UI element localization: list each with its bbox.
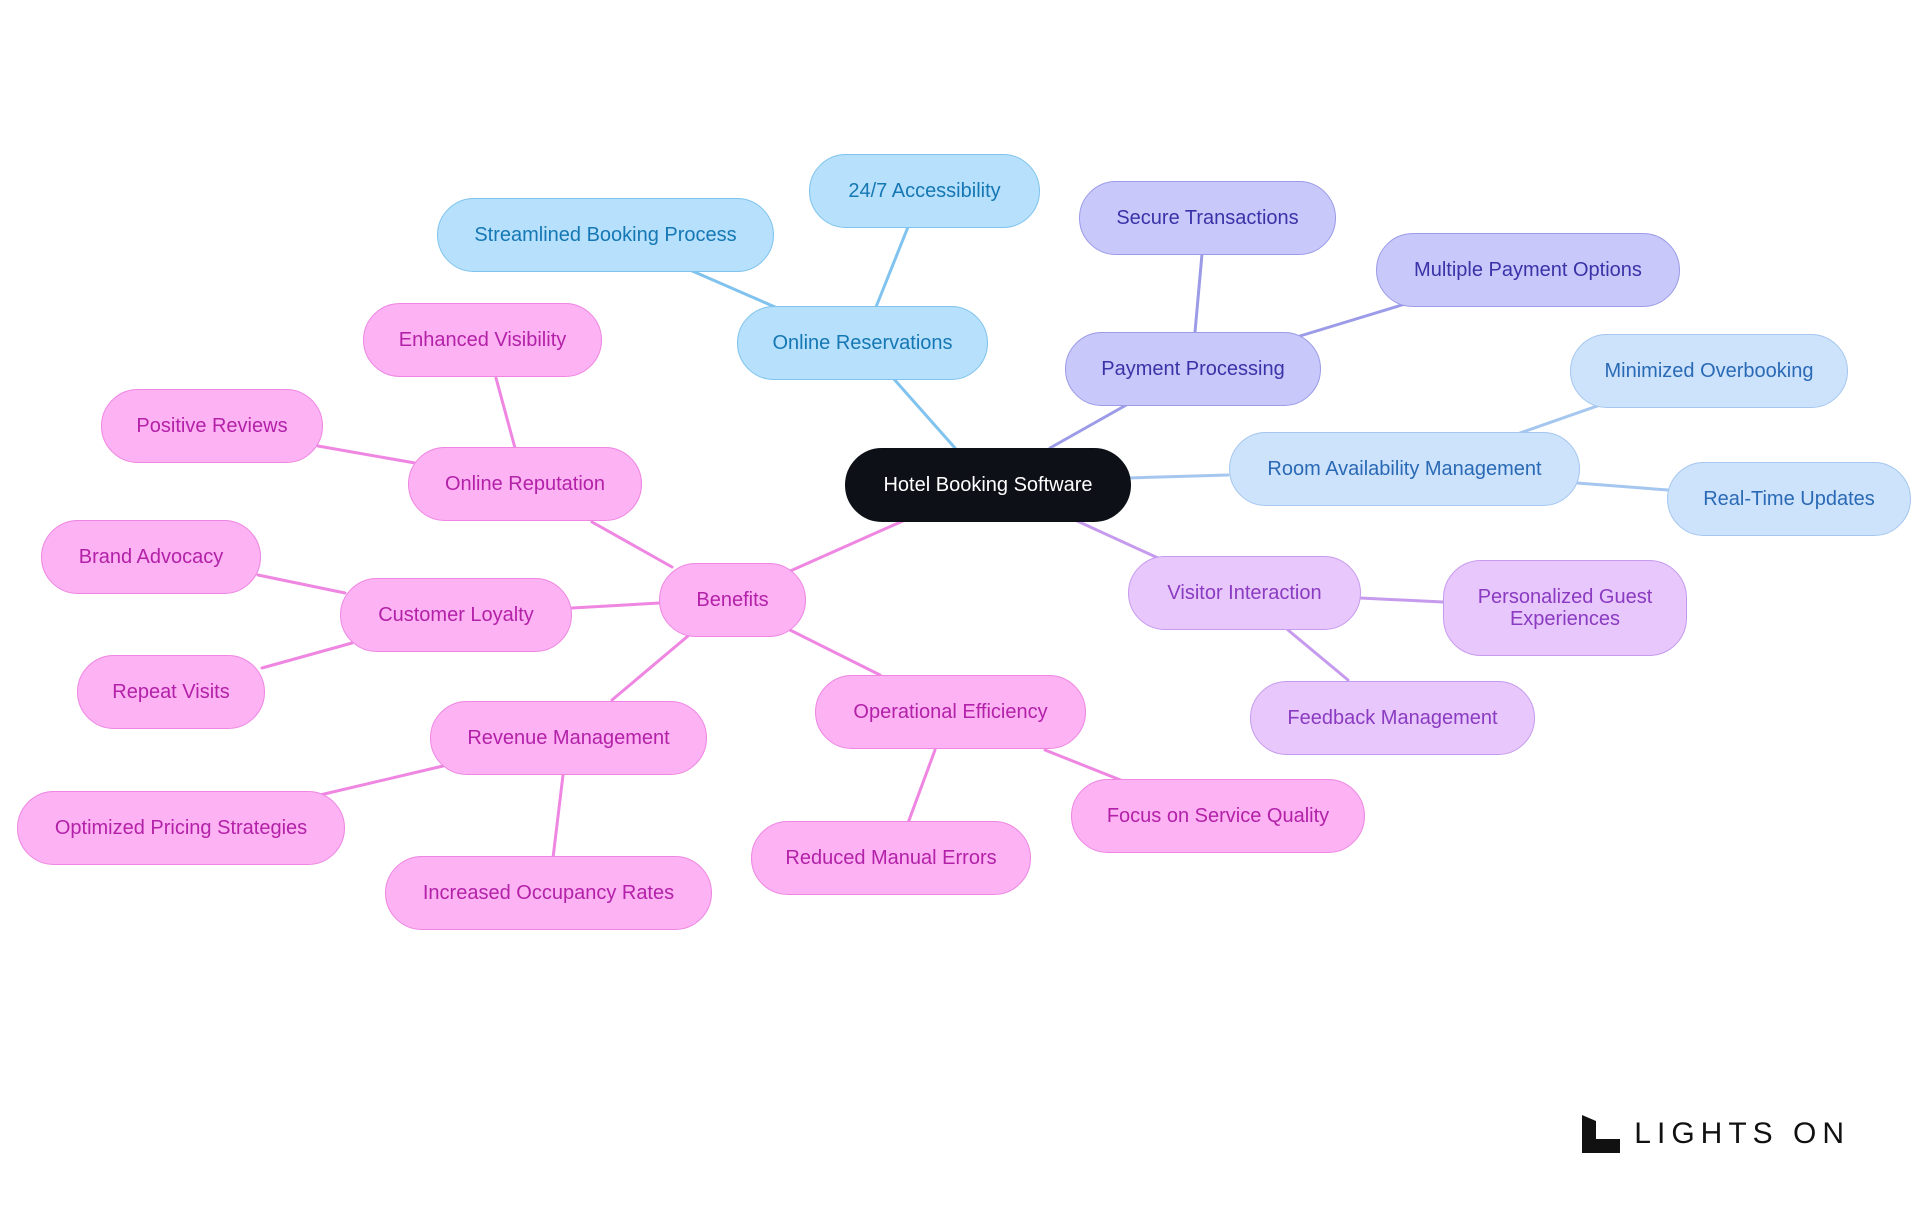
node-room-availability-management[interactable]: Room Availability Management (1229, 432, 1580, 506)
root-node-hotel-booking-software[interactable]: Hotel Booking Software (845, 448, 1131, 522)
node-label: Personalized Guest Experiences (1477, 586, 1653, 630)
node-positive-reviews[interactable]: Positive Reviews (101, 389, 323, 463)
node-label: Streamlined Booking Process (474, 224, 737, 246)
node-label: Online Reputation (444, 473, 606, 495)
node-label: Payment Processing (1101, 358, 1285, 380)
connector-benefits-loyalty (570, 601, 662, 610)
connector-root-payment-processing (1048, 402, 1130, 450)
node-real-time-updates[interactable]: Real-Time Updates (1667, 462, 1911, 536)
node-revenue-management[interactable]: Revenue Management (430, 701, 707, 775)
connector-root-room-availability (1126, 473, 1230, 480)
connector-operational-service (1043, 748, 1130, 785)
node-label: Brand Advocacy (78, 546, 224, 568)
node-label: Positive Reviews (136, 415, 288, 437)
node-optimized-pricing-strategies[interactable]: Optimized Pricing Strategies (17, 791, 345, 865)
node-enhanced-visibility[interactable]: Enhanced Visibility (363, 303, 602, 377)
node-benefits[interactable]: Benefits (659, 563, 806, 637)
node-operational-efficiency[interactable]: Operational Efficiency (815, 675, 1086, 749)
node-increased-occupancy-rates[interactable]: Increased Occupancy Rates (385, 856, 712, 930)
connector-root-benefits (786, 518, 907, 574)
node-feedback-management[interactable]: Feedback Management (1250, 681, 1535, 755)
node-repeat-visits[interactable]: Repeat Visits (77, 655, 265, 729)
lights-on-logo: LIGHTS ON (1582, 1115, 1850, 1153)
node-personalized-guest-experiences[interactable]: Personalized Guest Experiences (1443, 560, 1687, 656)
node-streamlined-booking-process[interactable]: Streamlined Booking Process (437, 198, 774, 272)
connector-visitor-feedback (1286, 628, 1350, 682)
connector-benefits-revenue (610, 634, 690, 702)
logo-text: LIGHTS ON (1634, 1117, 1850, 1150)
node-label: Revenue Management (467, 727, 670, 749)
node-label: Focus on Service Quality (1106, 805, 1330, 827)
node-24-7-accessibility[interactable]: 24/7 Accessibility (809, 154, 1040, 228)
node-focus-on-service-quality[interactable]: Focus on Service Quality (1071, 779, 1365, 853)
connector-revenue-pricing (318, 764, 445, 797)
node-label: Operational Efficiency (853, 701, 1048, 723)
node-label: Real-Time Updates (1703, 488, 1875, 510)
node-label: Repeat Visits (112, 681, 230, 703)
node-label: Multiple Payment Options (1414, 259, 1642, 281)
node-minimized-overbooking[interactable]: Minimized Overbooking (1570, 334, 1848, 408)
node-label: Increased Occupancy Rates (422, 882, 675, 904)
node-multiple-payment-options[interactable]: Multiple Payment Options (1376, 233, 1680, 307)
node-label: Online Reservations (772, 332, 953, 354)
connector-benefits-reputation (590, 520, 674, 569)
node-reduced-manual-errors[interactable]: Reduced Manual Errors (751, 821, 1031, 895)
node-label: Feedback Management (1287, 707, 1498, 729)
node-label: Reduced Manual Errors (785, 847, 997, 869)
node-payment-processing[interactable]: Payment Processing (1065, 332, 1321, 406)
connector-visitor-personalized (1358, 596, 1445, 604)
connector-reputation-visibility (494, 376, 517, 450)
connector-loyalty-repeat (260, 641, 354, 670)
connector-operational-errors (906, 748, 937, 825)
connector-reputation-reviews (316, 444, 417, 465)
connector-payment-secure (1193, 252, 1204, 334)
node-label: Visitor Interaction (1167, 582, 1322, 604)
node-label: Enhanced Visibility (398, 329, 567, 351)
node-secure-transactions[interactable]: Secure Transactions (1079, 181, 1336, 255)
node-label: Benefits (696, 589, 769, 611)
node-label: Secure Transactions (1116, 207, 1299, 229)
connector-online-reservations-accessibility (874, 225, 910, 309)
connector-payment-multiple (1298, 302, 1407, 338)
root-node-label: Hotel Booking Software (883, 474, 1093, 496)
connector-room-minimized (1518, 403, 1602, 435)
node-online-reputation[interactable]: Online Reputation (408, 447, 642, 521)
node-visitor-interaction[interactable]: Visitor Interaction (1128, 556, 1361, 630)
connector-loyalty-brand (256, 573, 347, 595)
node-brand-advocacy[interactable]: Brand Advocacy (41, 520, 261, 594)
node-label: Minimized Overbooking (1604, 360, 1814, 382)
node-online-reservations[interactable]: Online Reservations (737, 306, 988, 380)
lights-on-logo-mark-icon (1582, 1115, 1621, 1153)
node-customer-loyalty[interactable]: Customer Loyalty (340, 578, 572, 652)
connector-benefits-operational (788, 628, 882, 677)
connector-room-realtime (1575, 481, 1670, 492)
connector-root-visitor-interaction (1073, 518, 1160, 560)
node-label: Customer Loyalty (378, 604, 534, 626)
connector-online-reservations-streamlined (688, 268, 777, 309)
connector-revenue-occupancy (551, 773, 565, 860)
node-label: Room Availability Management (1267, 458, 1542, 480)
node-label: 24/7 Accessibility (848, 180, 1001, 202)
connector-root-online-reservations (891, 376, 957, 450)
node-label: Optimized Pricing Strategies (54, 817, 308, 839)
